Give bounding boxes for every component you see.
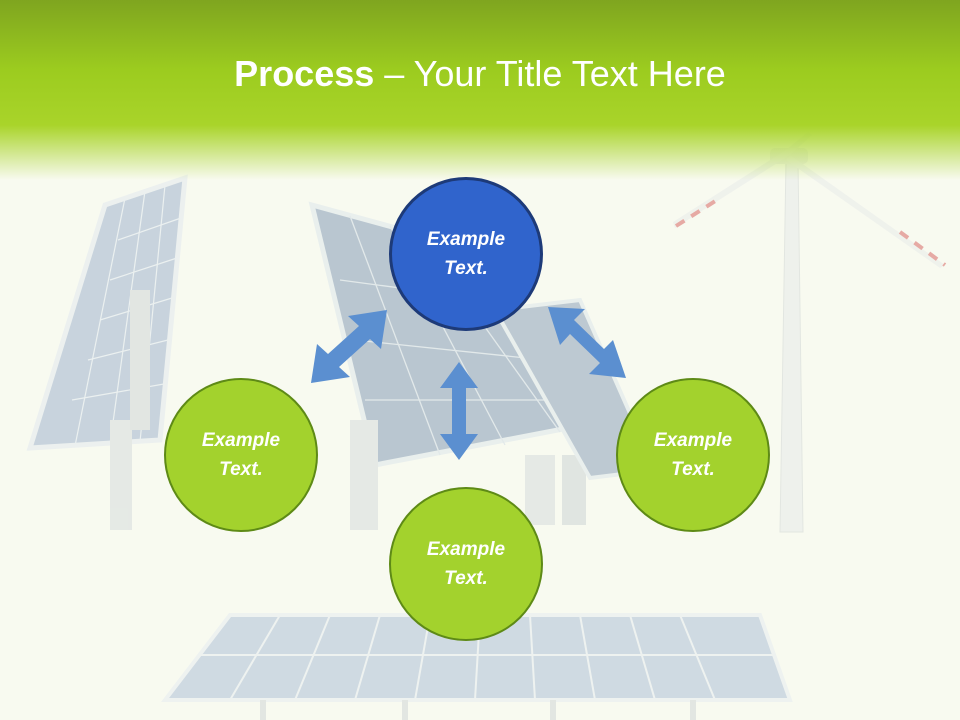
solar-panel-center-image — [308, 201, 658, 530]
process-node-top: Example Text. — [389, 177, 543, 331]
solar-array-bottom-image — [160, 613, 793, 720]
double-headed-arrow-icon — [548, 307, 626, 378]
process-node-left: Example Text. — [164, 378, 318, 532]
process-node-right: Example Text. — [616, 378, 770, 532]
node-label-left: Example Text. — [201, 430, 281, 480]
solar-panel-left-image — [26, 174, 188, 530]
page-title: Process – Your Title Text Here — [0, 52, 960, 96]
double-headed-arrow-icon — [440, 362, 478, 460]
node-label-right: Example Text. — [653, 430, 733, 480]
title-bold: Process — [234, 53, 375, 94]
double-headed-arrow-icon — [311, 310, 387, 383]
header-band — [0, 0, 960, 180]
process-node-bottom: Example Text. — [389, 487, 543, 641]
node-label-top: Example Text. — [426, 229, 506, 279]
node-label-bottom: Example Text. — [426, 539, 506, 589]
title-rest: – Your Title Text Here — [374, 53, 726, 94]
connector-arrows — [311, 307, 626, 460]
